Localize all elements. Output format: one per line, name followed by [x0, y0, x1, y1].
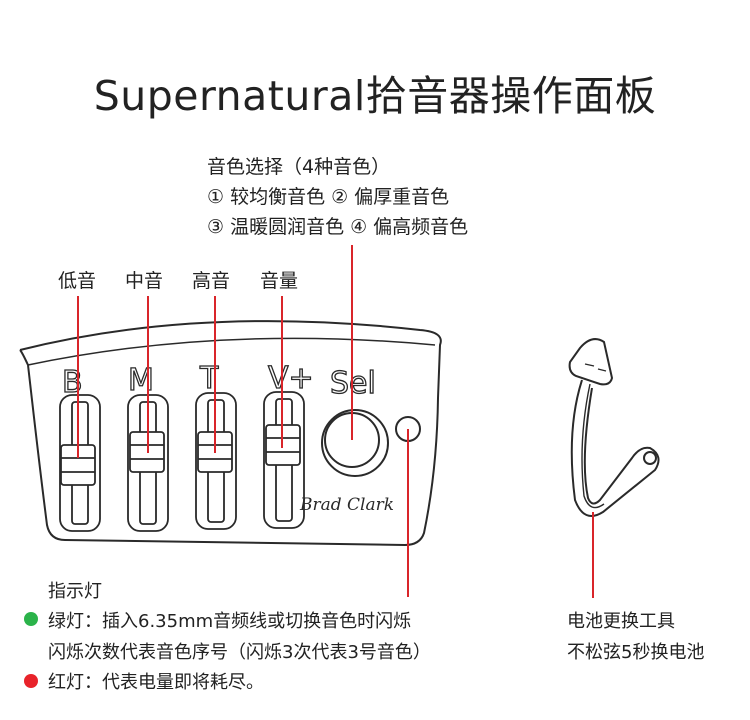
volume-slider[interactable] — [263, 391, 305, 529]
green-light-line2: 闪烁次数代表音色序号（闪烁3次代表3号音色） — [48, 642, 431, 663]
mid-marking: M — [128, 363, 154, 398]
sel-button[interactable] — [321, 409, 389, 477]
treble-label: 高音 — [192, 270, 231, 292]
indicator-heading: 指示灯 — [48, 581, 102, 602]
green-dot-icon — [24, 612, 38, 626]
page-title: Supernatural拾音器操作面板 — [93, 72, 657, 120]
bass-slider[interactable] — [59, 394, 101, 532]
brand-logo: Brad Clark — [299, 495, 394, 515]
red-light-line: 红灯：代表电量即将耗尽。 — [48, 672, 264, 693]
leader-lines — [77, 245, 594, 598]
control-panel — [19, 320, 442, 547]
red-dot-icon — [24, 674, 38, 688]
volume-label: 音量 — [260, 270, 299, 292]
volume-marking: V+ — [268, 361, 314, 396]
battery-tool-icon — [568, 338, 660, 517]
mid-label: 中音 — [125, 270, 164, 292]
selector-heading: 音色选择（4种音色） — [207, 156, 391, 178]
tool-label-line1: 电池更换工具 — [567, 611, 675, 632]
selector-options-line1: ① 较均衡音色 ② 偏厚重音色 — [207, 186, 450, 208]
tool-label-line2: 不松弦5秒换电池 — [567, 642, 705, 663]
selector-options-line2: ③ 温暖圆润音色 ④ 偏高频音色 — [207, 216, 469, 238]
bass-label: 低音 — [58, 270, 97, 292]
green-light-line1: 绿灯：插入6.35mm音频线或切换音色时闪烁 — [48, 611, 412, 632]
